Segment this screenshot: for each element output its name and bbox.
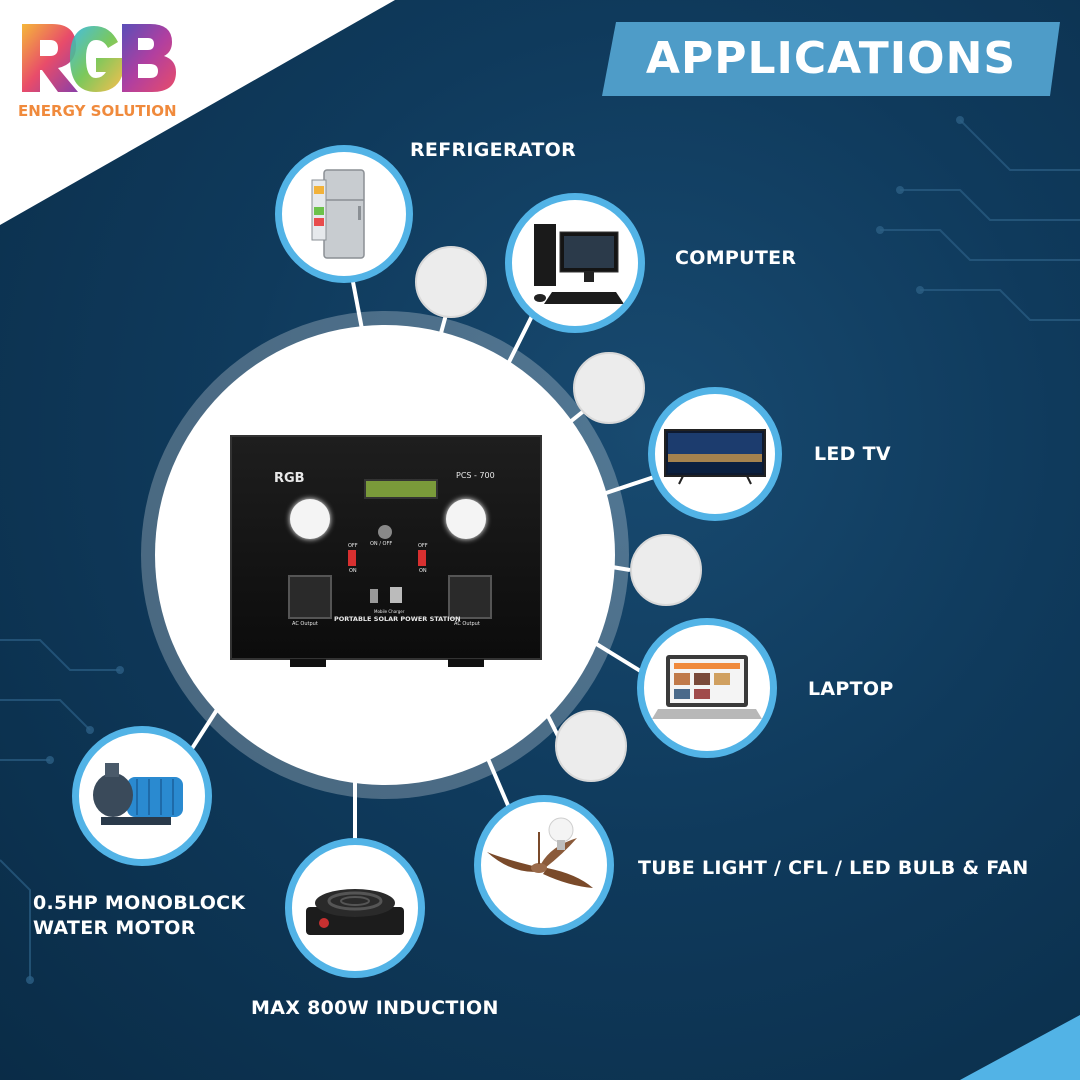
ceiling-fan-icon [487,817,593,888]
tv-icon [664,429,766,485]
fan-bulb-circle [474,795,614,935]
socket-left-icon [288,575,332,619]
rgb-logo-icon [22,24,176,92]
connector-dot [573,352,645,424]
off-label-right: OFF [418,543,428,549]
refrigerator-circle [275,145,413,283]
tv-circle [648,387,782,521]
led-lamp-left [290,499,330,539]
ac-output-left: AC Output [292,621,318,627]
usb-port-icon-2 [390,587,402,603]
laptop-icon [652,655,762,719]
computer-label: COMPUTER [675,247,797,269]
rocker-switch-left [348,550,356,566]
lcd-display [364,479,438,499]
page-title: APPLICATIONS [645,33,1017,84]
connector-dot [630,534,702,606]
device-model: PCS - 700 [456,471,495,480]
on-label-right: ON [419,568,427,574]
refrigerator-icon [311,169,365,259]
power-station-image: RGB PCS - 700 ON / OFF OFF ON OFF ON AC … [230,435,542,667]
connector-dot [555,710,627,782]
connector-dot [415,246,487,318]
led-tv-label: LED TV [814,443,891,465]
water-motor-circle [72,726,212,866]
title-banner: APPLICATIONS [602,22,1060,96]
corner-accent [960,1015,1080,1080]
water-motor-label-line1: 0.5HP MONOBLOCK [33,892,246,914]
socket-right-icon [448,575,492,619]
power-knob [378,525,392,539]
induction-label: MAX 800W INDUCTION [251,997,499,1019]
device-name: PORTABLE SOLAR POWER STATION [334,615,461,623]
refrigerator-label: REFRIGERATOR [410,139,577,161]
computer-icon [534,224,624,304]
rocker-switch-right [418,550,426,566]
water-motor-label-line2: WATER MOTOR [33,917,196,939]
laptop-label: LAPTOP [808,678,894,700]
brand-logo: ENERGY SOLUTION [18,14,178,124]
laptop-circle [637,618,777,758]
switch-label: ON / OFF [370,541,393,547]
mobile-charger-label: Mobile Charger [374,609,405,614]
on-label-left: ON [349,568,357,574]
computer-circle [505,193,645,333]
ac-output-right: AC Output [454,621,480,627]
water-pump-icon [93,763,183,825]
usb-port-icon [370,589,378,603]
lights-fan-label: TUBE LIGHT / CFL / LED BULB & FAN [638,857,1029,879]
induction-stove-icon [306,889,404,935]
banner-shape [602,22,1060,96]
brand-tagline: ENERGY SOLUTION [18,102,177,120]
off-label-left: OFF [348,543,358,549]
induction-circle [285,838,425,978]
device-logo: RGB [274,471,305,486]
corner-panel [0,0,395,225]
led-lamp-right [446,499,486,539]
